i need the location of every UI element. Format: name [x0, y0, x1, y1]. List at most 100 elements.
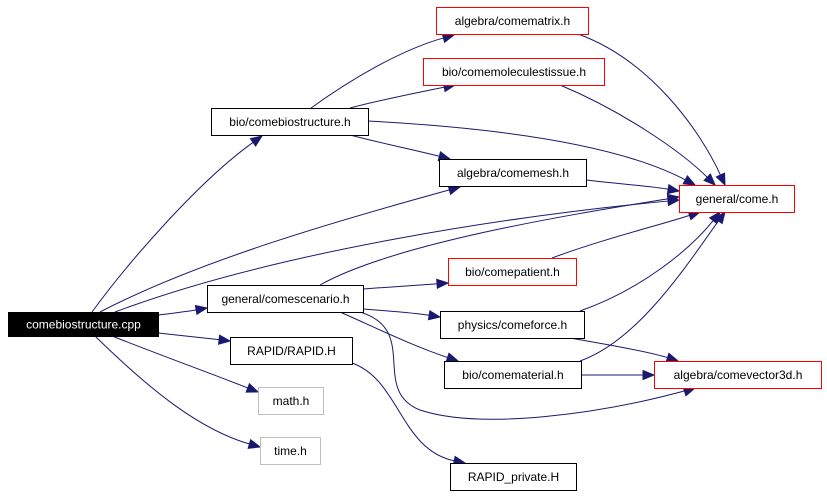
arrowhead-icon [715, 172, 726, 187]
node-label: bio/comebiostructure.h [229, 115, 350, 129]
node-mesh[interactable]: algebra/comemesh.h [439, 159, 587, 187]
arrowhead-icon [427, 310, 442, 321]
edge-line [577, 33, 722, 177]
edge-line [362, 308, 431, 316]
arrowhead-icon [666, 193, 681, 205]
node-biostructure[interactable]: bio/comebiostructure.h [211, 108, 369, 136]
edge-line [351, 362, 456, 462]
edge-root-to-rapid [157, 332, 232, 345]
node-box [8, 312, 159, 337]
node-box [679, 185, 795, 213]
node-label: comebiostructure.cpp [26, 318, 141, 332]
edge-line [579, 219, 715, 312]
edge-root-to-biostructure [91, 135, 264, 313]
edge-biostructure-to-molecules [349, 82, 457, 109]
edge-patient-to-come [551, 210, 702, 259]
arrowhead-icon [217, 334, 232, 345]
node-box [211, 108, 369, 136]
edge-line [569, 337, 669, 359]
node-box [450, 463, 577, 491]
edge-scenario-to-patient [362, 278, 450, 290]
edge-line [551, 214, 691, 259]
node-matrix[interactable]: algebra/comematrix.h [436, 7, 589, 35]
node-label: algebra/comevector3d.h [674, 368, 803, 382]
node-box [436, 7, 589, 35]
edge-root-to-math [111, 335, 260, 393]
edge-line [94, 335, 251, 445]
edge-scenario-to-force [362, 308, 442, 321]
node-label: bio/comemoleculestissue.h [442, 65, 586, 79]
edge-line [349, 86, 446, 109]
node-label: bio/comepatient.h [465, 265, 560, 279]
node-box [439, 159, 587, 187]
edge-mesh-to-come [585, 179, 681, 195]
node-math: math.h [258, 387, 324, 415]
node-box [230, 337, 353, 365]
arrowhead-icon [713, 210, 726, 225]
node-scenario[interactable]: general/comescenario.h [207, 285, 364, 313]
node-label: general/comescenario.h [221, 292, 349, 306]
edge-line [310, 37, 445, 109]
edge-material-to-vector3d [581, 369, 656, 381]
node-label: bio/comematerial.h [462, 368, 563, 382]
arrowhead-icon [703, 173, 716, 186]
arrowhead-icon [249, 135, 264, 147]
edge-matrix-to-come [577, 33, 726, 187]
node-label: RAPID_private.H [468, 470, 559, 484]
node-box [260, 437, 321, 465]
edge-molecules-to-come [559, 84, 716, 186]
arrowhead-icon [445, 352, 460, 363]
edge-line [339, 311, 449, 359]
arrowhead-icon [642, 369, 656, 381]
arrowhead-icon [666, 183, 681, 195]
node-molecules[interactable]: bio/comemoleculestissue.h [423, 58, 605, 86]
arrowhead-icon [247, 438, 262, 449]
edge-line [111, 335, 249, 389]
edge-line [319, 198, 670, 286]
node-time: time.h [260, 437, 321, 465]
node-box [654, 361, 822, 389]
node-material[interactable]: bio/comematerial.h [444, 361, 582, 389]
edge-line [585, 179, 670, 190]
node-box [448, 258, 577, 286]
edge-line [362, 283, 439, 290]
node-label: time.h [274, 444, 307, 458]
edge-line [99, 189, 451, 313]
node-box [444, 361, 582, 389]
edge-line [157, 309, 198, 316]
node-label: algebra/comematrix.h [455, 14, 570, 28]
edge-material-to-come [579, 210, 726, 362]
edge-force-to-vector3d [569, 337, 680, 363]
edge-biostructure-to-come [367, 120, 697, 186]
edge-scenario-to-come [319, 193, 681, 286]
edge-root-to-scenario [157, 304, 209, 316]
arrowhead-icon [194, 304, 209, 316]
node-label: physics/comeforce.h [458, 318, 567, 332]
edge-line [579, 219, 720, 362]
edge-root-to-time [94, 335, 262, 449]
nodes-layer: comebiostructure.cpp bio/comebiostructure… [8, 7, 822, 491]
node-label: math.h [273, 394, 310, 408]
arrowhead-icon [436, 278, 450, 290]
node-force[interactable]: physics/comeforce.h [440, 311, 585, 339]
edge-line [349, 134, 441, 157]
arrowhead-icon [665, 352, 680, 363]
node-patient[interactable]: bio/comepatient.h [448, 258, 577, 286]
edges-layer [91, 33, 726, 466]
edge-biostructure-to-mesh [349, 134, 452, 162]
node-box [258, 387, 324, 415]
node-label: general/come.h [696, 192, 779, 206]
node-label: RAPID/RAPID.H [247, 344, 336, 358]
node-come[interactable]: general/come.h [679, 185, 795, 213]
node-root[interactable]: comebiostructure.cpp [8, 312, 159, 337]
node-rapid[interactable]: RAPID/RAPID.H [230, 337, 353, 365]
node-vector3d[interactable]: algebra/comevector3d.h [654, 361, 822, 389]
edge-line [114, 200, 670, 313]
node-box [440, 311, 585, 339]
edge-line [91, 141, 255, 313]
node-box [423, 58, 605, 86]
edge-line [559, 84, 709, 179]
node-rapidprivate[interactable]: RAPID_private.H [450, 463, 577, 491]
edge-line [359, 311, 696, 420]
